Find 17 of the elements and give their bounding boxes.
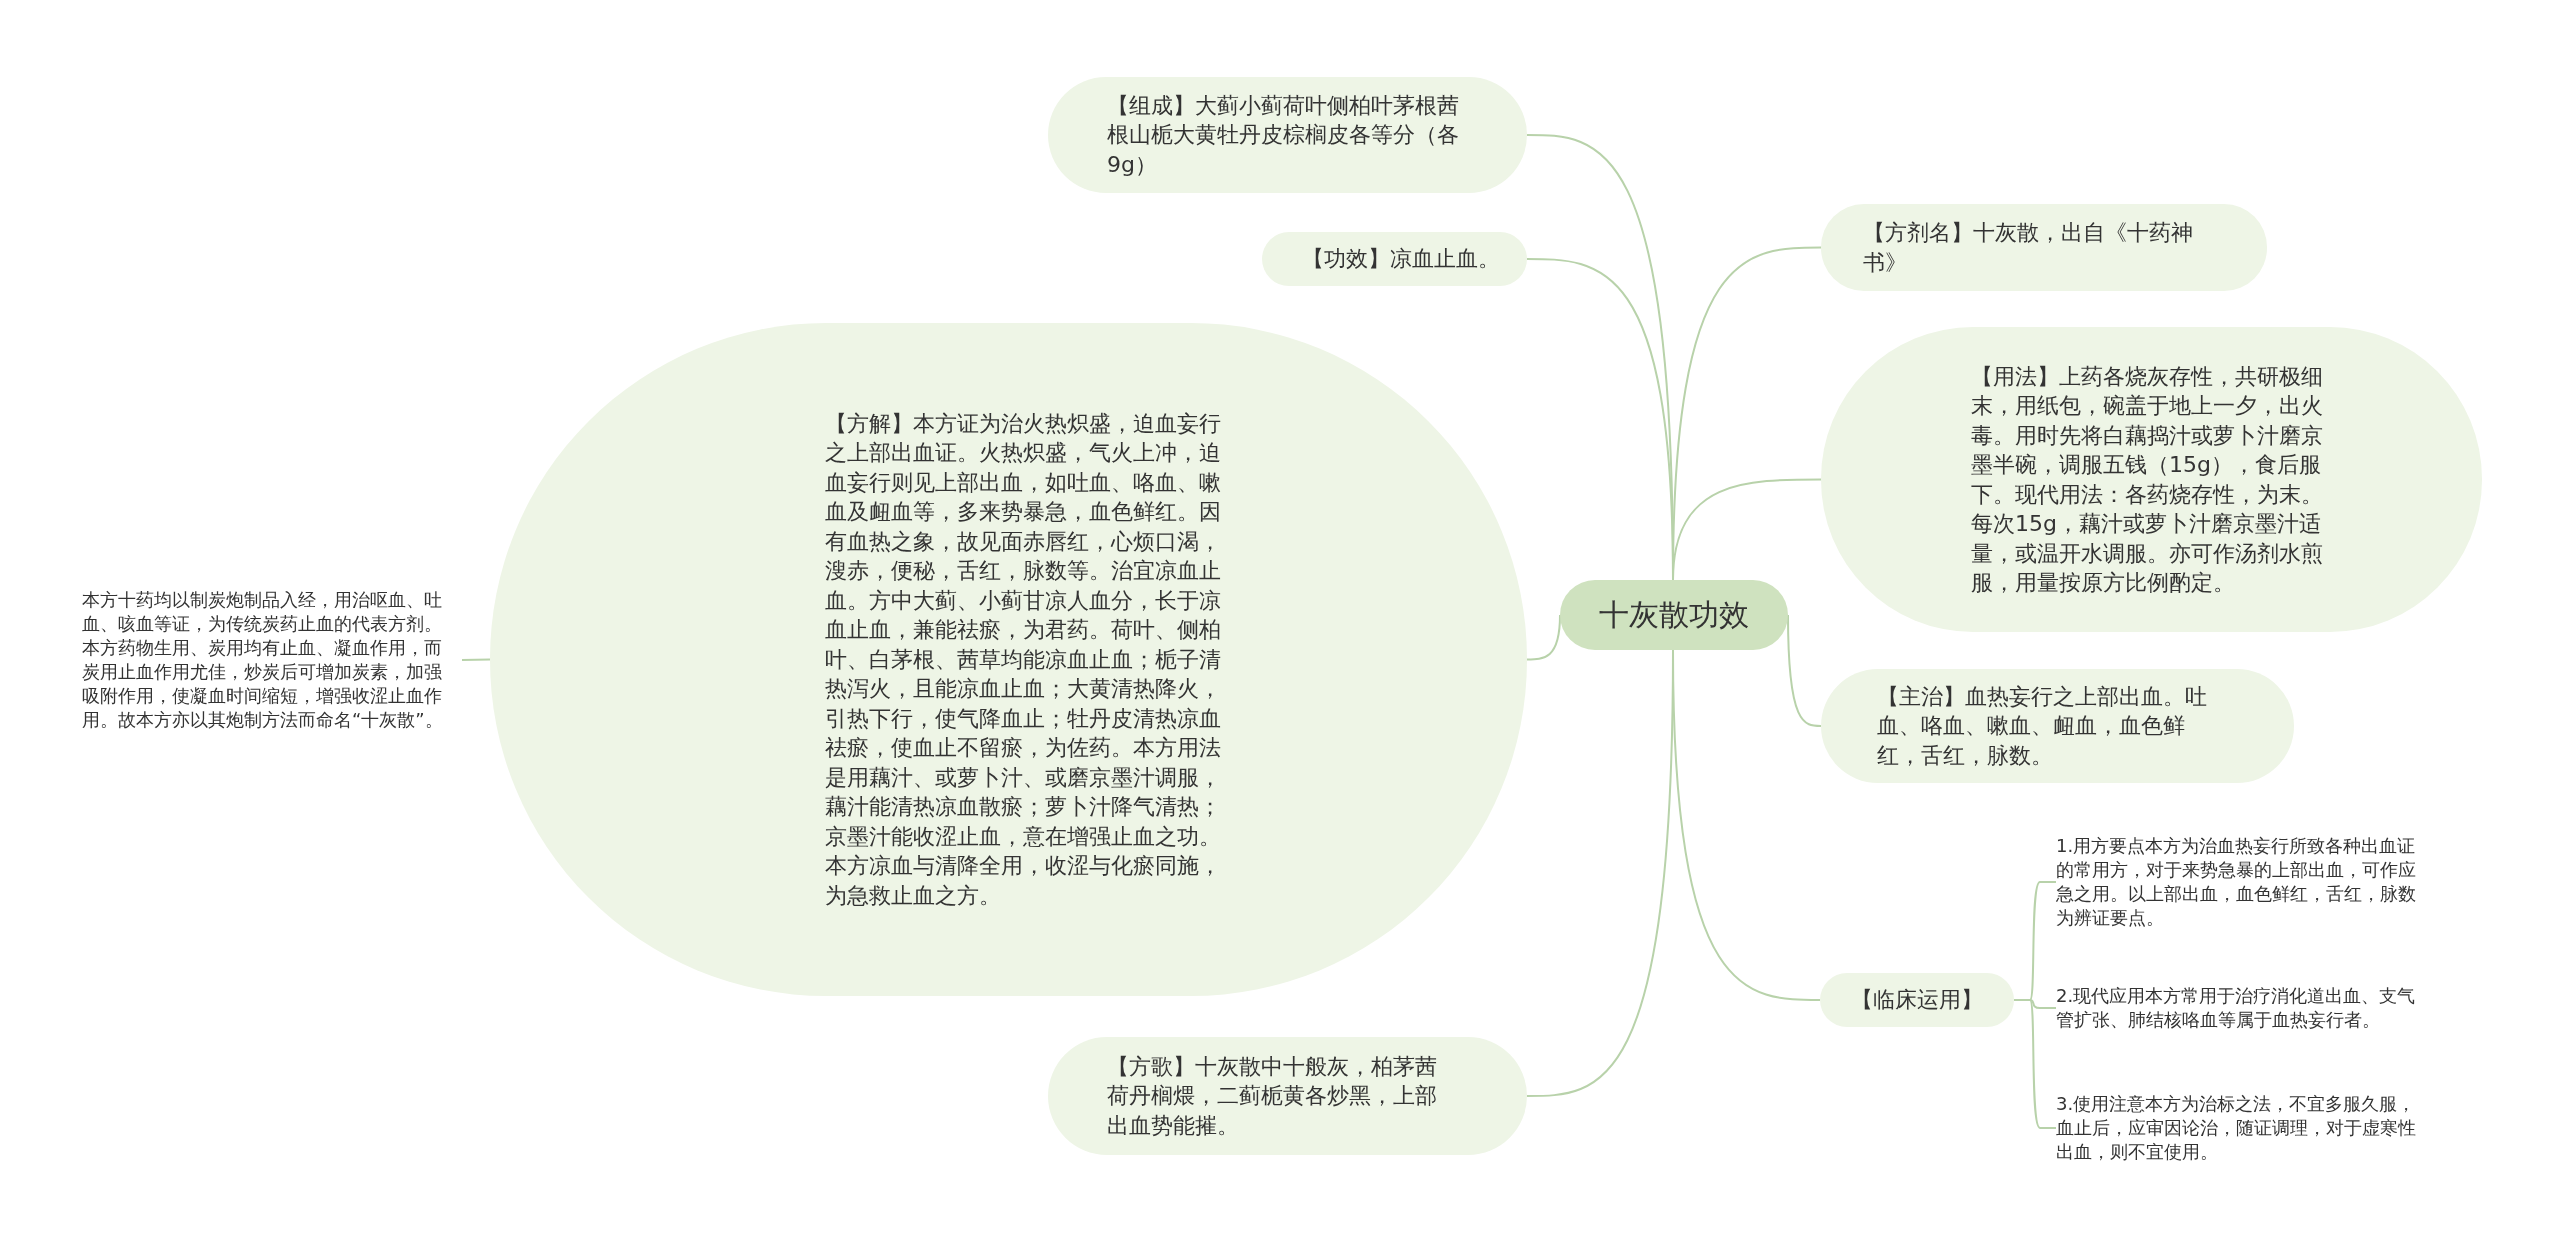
topic-text: 【方歌】十灰散中十般灰，柏茅茜荷丹榈煨，二蓟栀黄各炒黑，上部出血势能摧。 bbox=[1107, 1052, 1438, 1140]
connector-line bbox=[461, 658, 491, 661]
note-text: 本方十药均以制炭炮制品入经，用治呕血、吐血、咳血等证，为传统炭药止血的代表方剂。本方药物生用、炭用均有止血、凝血作用，而炭用止血作用尤佳，炒炭后可增加炭素，加强吸附作用，使凝血时间缩短，增强收涩止血作用。故本方亦以其炮制方法而命名“十灰散”。 bbox=[82, 588, 444, 732]
note-text: 2.现代应用本方常用于治疗消化道出血、支气管扩张、肺结核咯血等属于血热妄行者。 bbox=[2056, 984, 2417, 1032]
topic-box bbox=[1262, 232, 1527, 286]
topic-text: 【组成】大蓟小蓟荷叶侧柏叶茅根茜根山栀大黄牡丹皮棕榈皮各等分（各9g） bbox=[1107, 91, 1460, 179]
topic-text: 【临床运用】 bbox=[1850, 986, 1984, 1015]
topic-text: 【功效】凉血止血。 bbox=[1302, 245, 1501, 274]
topic-box bbox=[1820, 973, 2014, 1027]
note-text: 1.用方要点本方为治血热妄行所致各种出血证的常用方，对于来势急暴的上部出血，可作应急之用。以上部出血，血色鲜红，舌红，脉数为辨证要点。 bbox=[2056, 834, 2417, 930]
central-topic-box bbox=[1560, 580, 1788, 650]
topic-text: 【主治】血热妄行之上部出血。吐血、咯血、嗽血、衄血，血色鲜红，舌红，脉数。 bbox=[1877, 682, 2208, 770]
topic-text: 【用法】上药各烧灰存性，共研极细末，用纸包，碗盖于地上一夕，出火毒。用时先将白藕捣汁或萝卜汁磨京墨半碗，调服五钱（15g），食后服下。现代用法：各药烧存性，为末。每次15g，藕汁或萝卜汁磨京墨汁适量，或温开水调服。亦可作汤剂水煎服，用量按原方比例酌定。 bbox=[1971, 362, 2324, 597]
topic-text: 【方剂名】十灰散，出自《十药神书》 bbox=[1863, 219, 2194, 277]
note-text: 3.使用注意本方为治标之法，不宜多服久服，血止后，应审因论治，随证调理，对于虚寒性出血，则不宜使用。 bbox=[2056, 1092, 2417, 1164]
topic-text: 十灰散功效 bbox=[1598, 597, 1750, 633]
topic-text: 【方解】本方证为治火热炽盛，迫血妄行之上部出血证。火热炽盛，气火上冲，迫血妄行则见上部出血，如吐血、咯血、嗽血及衄血等，多来势暴急，血色鲜红。因有血热之象，故见面赤唇红，心烦口渴，溲赤，便秘，舌红，脉数等。治宜凉血止血。方中大蓟、小蓟甘凉人血分，长于凉血止血，兼能祛瘀，为君药。荷叶、侧柏叶、白茅根、茜草均能凉血止血；栀子清热泻火，且能凉血止血；大黄清热降火，引热下行，使气降血止；牡丹皮清热凉血祛瘀，使血止不留瘀，为佐药。本方用法是用藕汁、或萝卜汁、或磨京墨汁调服，藕汁能清热凉血散瘀；萝卜汁降气清热；京墨汁能收涩止血，意在增强止血之功。本方凉血与清降全用，收涩与化瘀同施，为急救止血之方。 bbox=[825, 409, 1222, 910]
